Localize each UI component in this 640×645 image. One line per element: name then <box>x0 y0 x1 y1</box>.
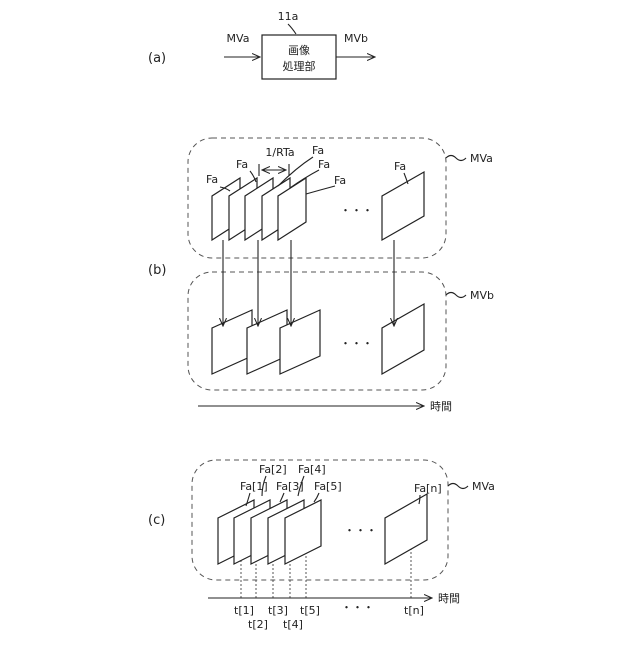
output-frame-1 <box>212 310 252 374</box>
interval-label: 1/RTa <box>265 146 294 159</box>
frame-label-4: Fa <box>318 158 330 171</box>
group-label-mva: MVa <box>470 152 493 165</box>
frame-label-3: Fa <box>312 144 324 157</box>
panel-b: (b) MVa MVb Fa Fa Fa Fa Fa Fa 1/RTa ・・・ … <box>148 138 494 413</box>
frame-leader-c5 <box>314 493 319 502</box>
group-label-mvb: MVb <box>470 289 494 302</box>
frame-label-c4: Fa[4] <box>298 463 326 476</box>
time-label-n: t[n] <box>404 604 424 617</box>
panel-a: (a) 11a 画像 処理部 MVa MVb <box>148 10 375 79</box>
panel-a-label: (a) <box>148 51 166 66</box>
panel-c-label: (c) <box>148 513 165 528</box>
input-frames <box>212 172 424 240</box>
frame-label-c5: Fa[5] <box>314 480 342 493</box>
frame-label-1: Fa <box>206 173 218 186</box>
input-frame-n <box>382 172 424 240</box>
frame-label-5: Fa <box>334 174 346 187</box>
frame-leader-c3 <box>280 493 284 502</box>
mva-c-tilde <box>448 484 468 489</box>
panel-c: (c) MVa Fa[1] Fa[2] Fa[3] Fa[4] Fa[5] Fa… <box>148 460 495 631</box>
time-label-3: t[3] <box>268 604 288 617</box>
frame-label-n: Fa <box>394 160 406 173</box>
ellipsis-top: ・・・ <box>340 204 373 217</box>
mva-tilde <box>446 156 466 161</box>
block-label-line1: 画像 <box>288 44 310 57</box>
block-label-line2: 処理部 <box>283 59 316 73</box>
time-label-2: t[2] <box>248 618 268 631</box>
time-axis-c-label: 時間 <box>438 592 460 605</box>
mvb-tilde <box>446 293 466 298</box>
time-axis-b-label: 時間 <box>430 400 452 413</box>
group-label-mva-c: MVa <box>472 480 495 493</box>
ellipsis-c-times: ・・・ <box>341 601 374 614</box>
block-ref-label: 11a <box>278 10 299 23</box>
timed-frame-n <box>385 494 427 564</box>
block-ref-leader <box>288 24 296 34</box>
frame-label-c2: Fa[2] <box>259 463 287 476</box>
time-label-5: t[5] <box>300 604 320 617</box>
time-label-1: t[1] <box>234 604 254 617</box>
panel-b-label: (b) <box>148 263 166 278</box>
frame-leader-5 <box>306 186 335 194</box>
output-label: MVb <box>344 32 368 45</box>
time-label-4: t[4] <box>283 618 303 631</box>
frame-label-cn: Fa[n] <box>414 482 442 495</box>
input-label: MVa <box>227 32 250 45</box>
output-frames <box>212 304 424 374</box>
ellipsis-bottom: ・・・ <box>340 337 373 350</box>
timed-frames <box>218 494 427 564</box>
output-frame-n <box>382 304 424 374</box>
frame-label-2: Fa <box>236 158 248 171</box>
ellipsis-c-frames: ・・・ <box>344 524 377 537</box>
